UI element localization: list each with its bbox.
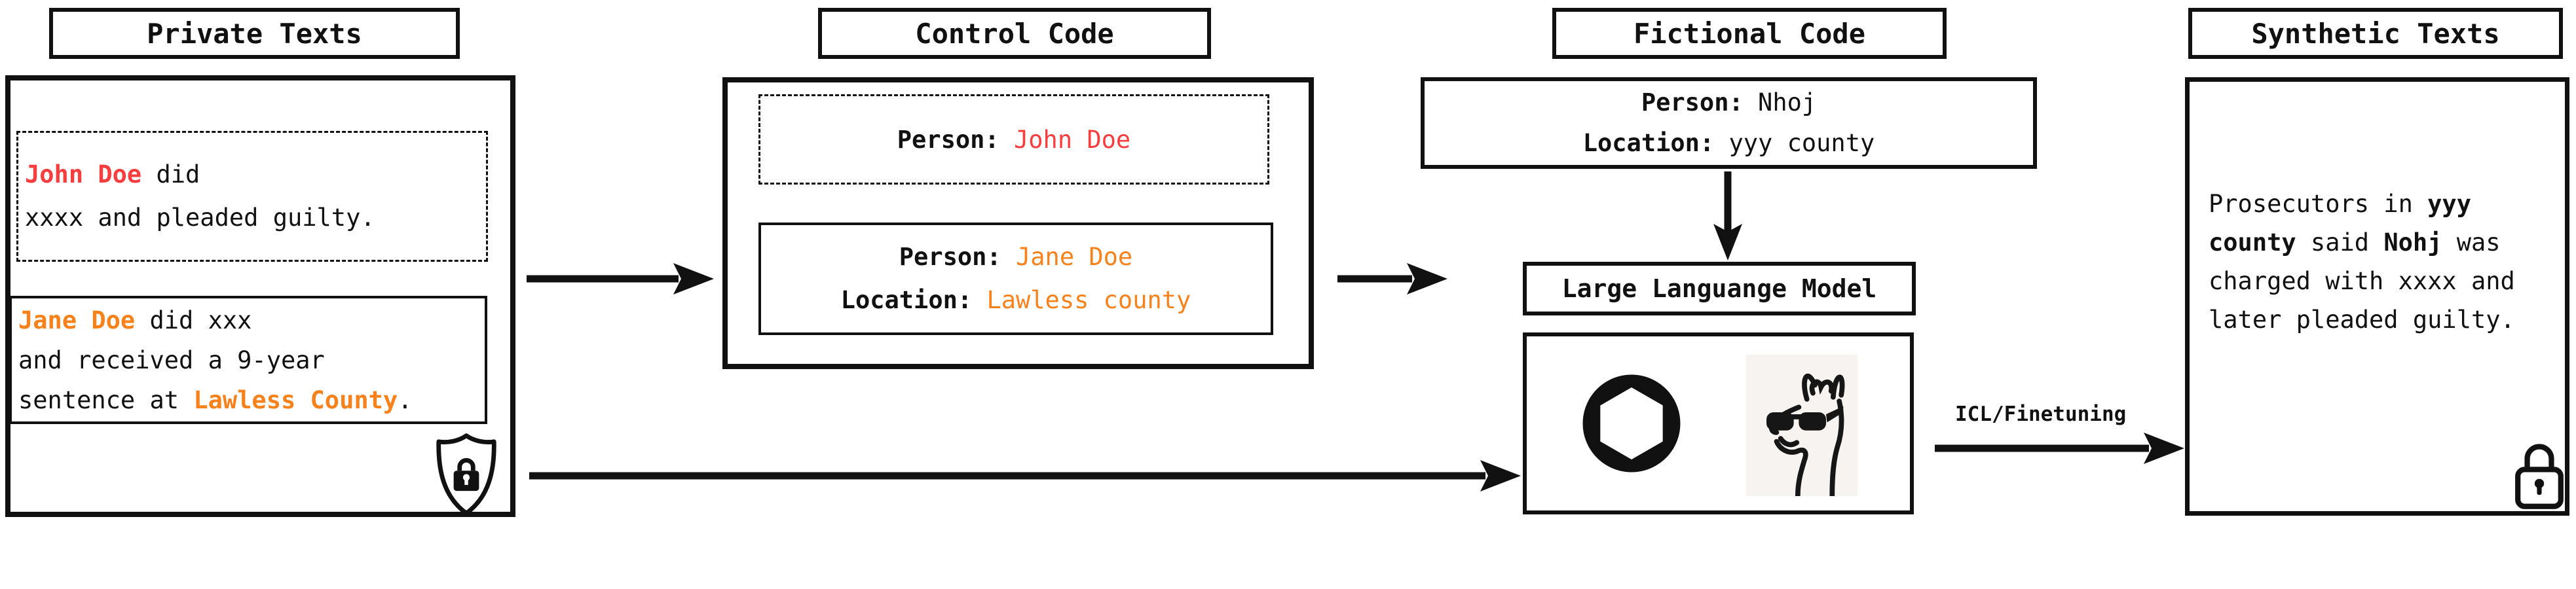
private-doc-jane-line2: and received a 9-year [18, 346, 325, 374]
private-texts-title-box: Private Texts [49, 8, 460, 59]
shield-lock-icon [429, 432, 504, 517]
arrow-private-to-llm [529, 460, 1521, 491]
llm-title: Large Languange Model [1561, 274, 1877, 303]
control-code-john-entry: Person: John Doe [758, 94, 1269, 185]
fictional-location-value: yyy county [1728, 129, 1875, 157]
arrow-private-to-control [527, 263, 714, 294]
synthetic-line-2: county said Nohj was [2209, 228, 2501, 257]
control-jane-location-line: Location: Lawless county [840, 286, 1191, 314]
synthetic-texts-title-box: Synthetic Texts [2188, 8, 2563, 59]
control-code-title-box: Control Code [818, 8, 1211, 59]
private-doc-jane-line3: sentence at Lawless County. [18, 385, 413, 414]
private-doc-jane: Jane Doe did xxx and received a 9-year s… [9, 296, 487, 424]
synthetic-texts-title: Synthetic Texts [2251, 17, 2500, 50]
jane-doe-name: Jane Doe [18, 306, 136, 334]
arrow-llm-to-synthetic [1935, 433, 2184, 464]
llm-logos-box [1523, 332, 1914, 514]
fictional-location-line: Location: yyy county [1582, 129, 1875, 157]
private-doc-john-line1: John Doe did [25, 160, 200, 188]
synthetic-line-1: Prosecutors in yyy [2209, 190, 2471, 218]
arrow-fictional-to-llm [1713, 171, 1742, 260]
fictional-code-box: Person: Nhoj Location: yyy county [1421, 77, 2037, 169]
private-doc-john: John Doe did xxxx and pleaded guilty. [16, 131, 488, 262]
fictional-person-value: Nhoj [1758, 88, 1817, 116]
synthetic-text-block: Prosecutors in yyy county said Nohj was … [2209, 185, 2515, 339]
control-jane-person-line: Person: Jane Doe [899, 243, 1133, 271]
openai-logo [1573, 361, 1690, 486]
nohj-highlight: Nohj [2383, 228, 2442, 257]
fictional-code-title: Fictional Code [1633, 17, 1865, 50]
llm-title-box: Large Languange Model [1523, 262, 1916, 315]
arrow-control-to-llm [1337, 263, 1447, 294]
llama-logo [1746, 355, 1857, 499]
control-jane-person-value: Jane Doe [1016, 243, 1133, 271]
private-texts-title: Private Texts [147, 17, 362, 50]
synthetic-line-3: charged with xxxx and [2209, 267, 2515, 295]
control-john-value: John Doe [1014, 125, 1131, 154]
private-doc-jane-line1: Jane Doe did xxx [18, 306, 252, 334]
synthetic-texts-box [2185, 77, 2569, 516]
icl-finetuning-label: ICL/Finetuning [1955, 402, 2127, 426]
control-code-title: Control Code [915, 17, 1114, 50]
control-code-jane-entry: Person: Jane Doe Location: Lawless count… [758, 223, 1273, 335]
private-doc-john-line2: xxxx and pleaded guilty. [25, 204, 375, 232]
synthetic-line-4: later pleaded guilty. [2209, 306, 2515, 334]
control-jane-location-value: Lawless county [986, 286, 1191, 314]
control-john-line: Person: John Doe [897, 125, 1131, 154]
john-doe-name: John Doe [25, 160, 142, 188]
fictional-code-title-box: Fictional Code [1552, 8, 1947, 59]
lawless-county-highlight: Lawless County [193, 385, 398, 414]
yyy-highlight: yyy [2427, 190, 2471, 218]
county-highlight: county [2209, 228, 2296, 257]
padlock-icon [2512, 436, 2566, 512]
fictional-person-line: Person: Nhoj [1641, 88, 1817, 116]
